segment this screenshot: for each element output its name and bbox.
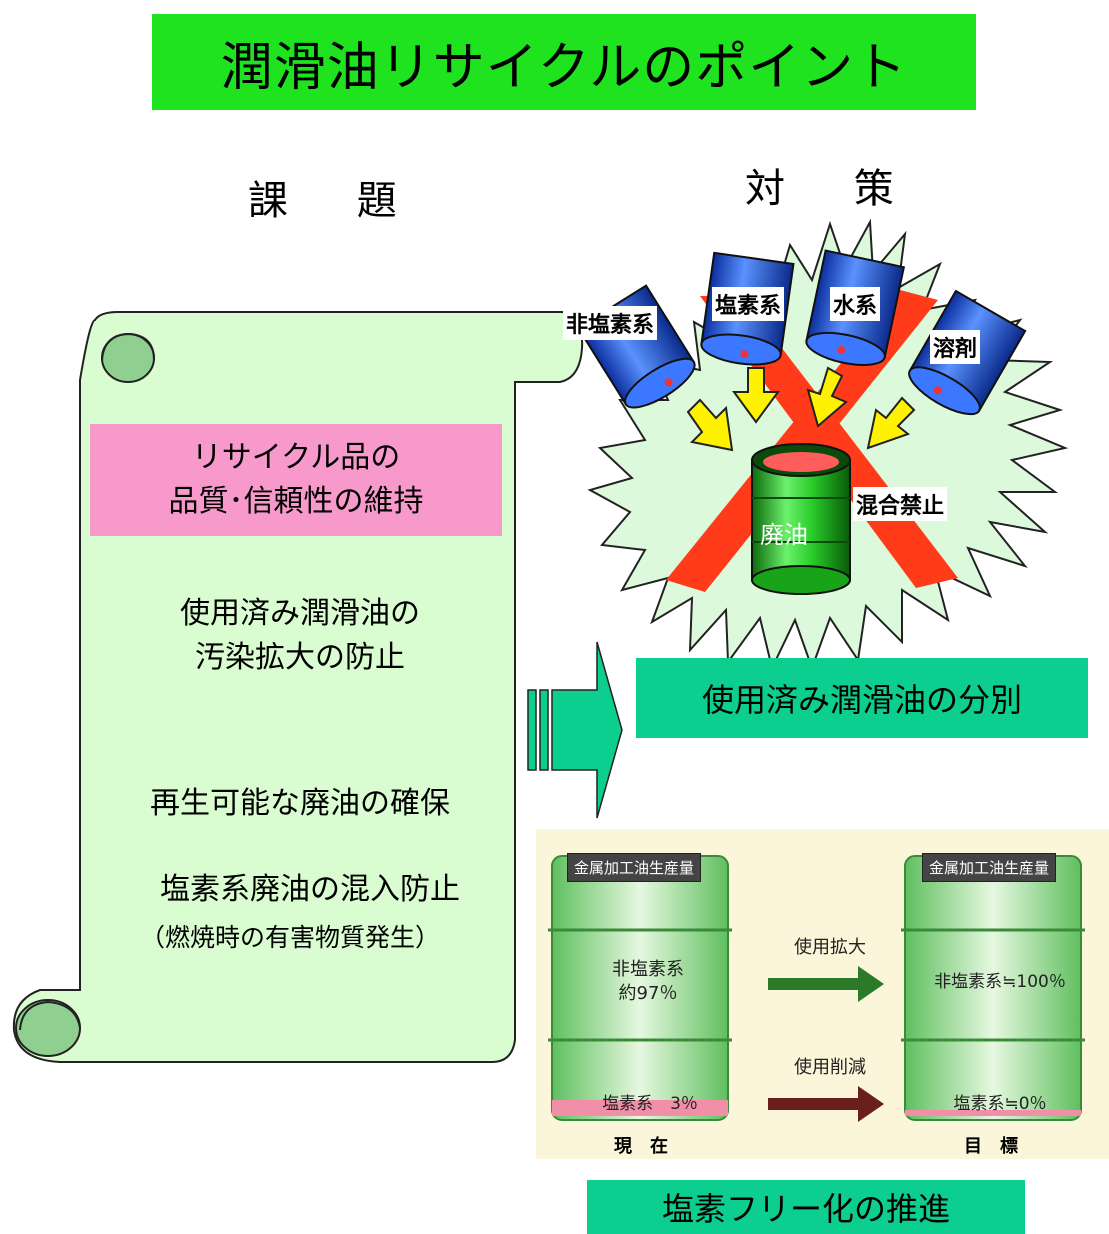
separation-box: 使用済み潤滑油の分別 [636,658,1088,738]
chlorine-free-box: 塩素フリー化の推進 [587,1180,1025,1234]
issue-contamination-line2: 汚染拡大の防止 [195,640,405,675]
page-title: 潤滑油リサイクルのポイント [152,14,976,110]
main-arrow [527,641,623,819]
issue-quality-line1: リサイクル品の [191,440,401,475]
drum-label-water: 水系 [830,287,881,321]
arrow-expand-icon [768,966,884,1002]
issue-contamination: 使用済み潤滑油の 汚染拡大の防止 [100,592,500,680]
target-label: 目標 [964,1136,1036,1157]
drum-label-solvent: 溶剤 [930,330,981,364]
current-chlorine-label: 塩素系 3％ [602,1094,698,1114]
current-label: 現在 [614,1136,686,1157]
chart-target-title: 金属加工油生産量 [922,853,1057,882]
waste-oil-label: 廃油 [760,521,808,549]
issues-heading: 課 題 [248,178,425,224]
chart-drum-target [901,855,1085,1121]
drum-label-chlorine: 塩素系 [712,287,785,321]
pour-arrows [686,366,916,452]
issue-regenerable: 再生可能な廃油の確保 [150,786,450,821]
issue-chlorine-note: （燃焼時の有害物質発生） [139,923,440,952]
arrow-reduce-label: 使用削減 [794,1057,866,1078]
waste-oil-drum [751,443,851,595]
current-non-chlorine-label: 非塩素系 [612,959,684,980]
issue-chlorine: 塩素系廃油の混入防止 [160,872,460,907]
target-chlorine-label: 塩素系≒0％ [953,1094,1047,1114]
chart-drum-current [548,855,732,1121]
issue-contamination-line1: 使用済み潤滑油の [180,596,420,631]
chart-current-title: 金属加工油生産量 [567,853,702,882]
measures-heading: 対 策 [745,166,922,212]
arrow-reduce-icon [768,1086,884,1122]
issue-quality-box: リサイクル品の 品質･信頼性の維持 [90,424,502,536]
drum-label-non-chlorine: 非塩素系 [563,306,658,340]
target-non-chlorine-label: 非塩素系≒100％ [934,972,1066,992]
no-mixing-label: 混合禁止 [853,487,948,521]
current-non-chlorine-value: 約97％ [618,983,678,1004]
issue-quality-line2: 品質･信頼性の維持 [168,484,424,519]
arrow-expand-label: 使用拡大 [794,937,866,958]
